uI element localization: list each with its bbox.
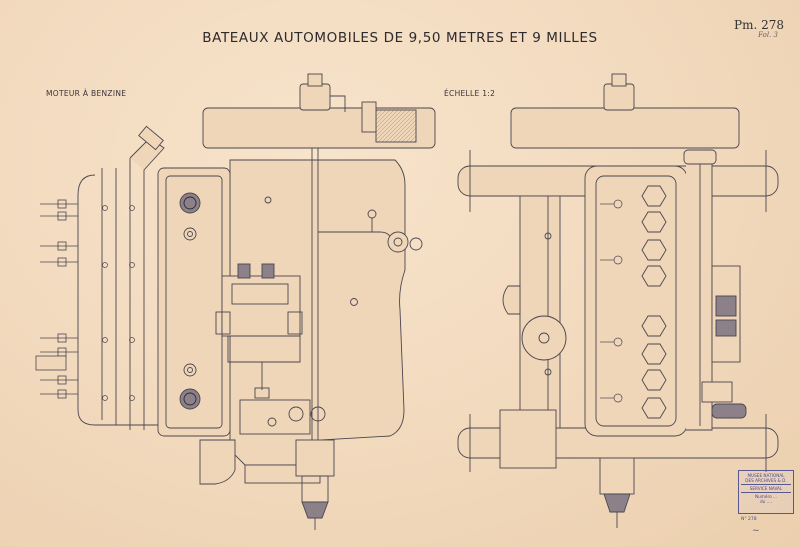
hatched-bracket xyxy=(375,109,417,143)
stamp-footer: N° 278 xyxy=(741,517,757,522)
stamp-line-5: Numéro ... xyxy=(755,494,777,499)
spark-plugs-left xyxy=(35,199,78,399)
stamp-line-1: MUSÉE NATIONAL xyxy=(747,473,785,478)
pump-disc xyxy=(521,315,567,361)
plate-reference: Pm. 278 xyxy=(734,18,784,32)
engine-front-view xyxy=(457,73,779,528)
oil-gauge xyxy=(387,231,409,253)
stamp-line-6: du .... xyxy=(760,499,772,504)
scale-label: ÉCHELLE 1:2 xyxy=(444,89,496,98)
crankcase-left xyxy=(229,159,406,466)
cylinder-block-right xyxy=(584,165,688,437)
stamp-line-2: DES ARCHIVES & D. xyxy=(745,478,787,483)
plate-reference-sub: Fol. 3 xyxy=(758,31,778,39)
water-jacket-left xyxy=(77,174,158,426)
valve-covers xyxy=(641,185,667,419)
carburettor-left xyxy=(215,263,303,399)
stamp-line-3: SERVICE NAVAL xyxy=(749,486,783,491)
signature-mark: ~ xyxy=(752,526,760,536)
flywheel-right xyxy=(510,107,740,149)
archive-stamp: MUSÉE NATIONAL DES ARCHIVES & D. SERVICE… xyxy=(738,470,794,514)
drawing-title: BATEAUX AUTOMOBILES DE 9,50 METRES ET 9 … xyxy=(202,30,598,46)
view-label-engine: MOTEUR À BENZINE xyxy=(46,89,127,98)
engine-side-view xyxy=(35,73,436,530)
